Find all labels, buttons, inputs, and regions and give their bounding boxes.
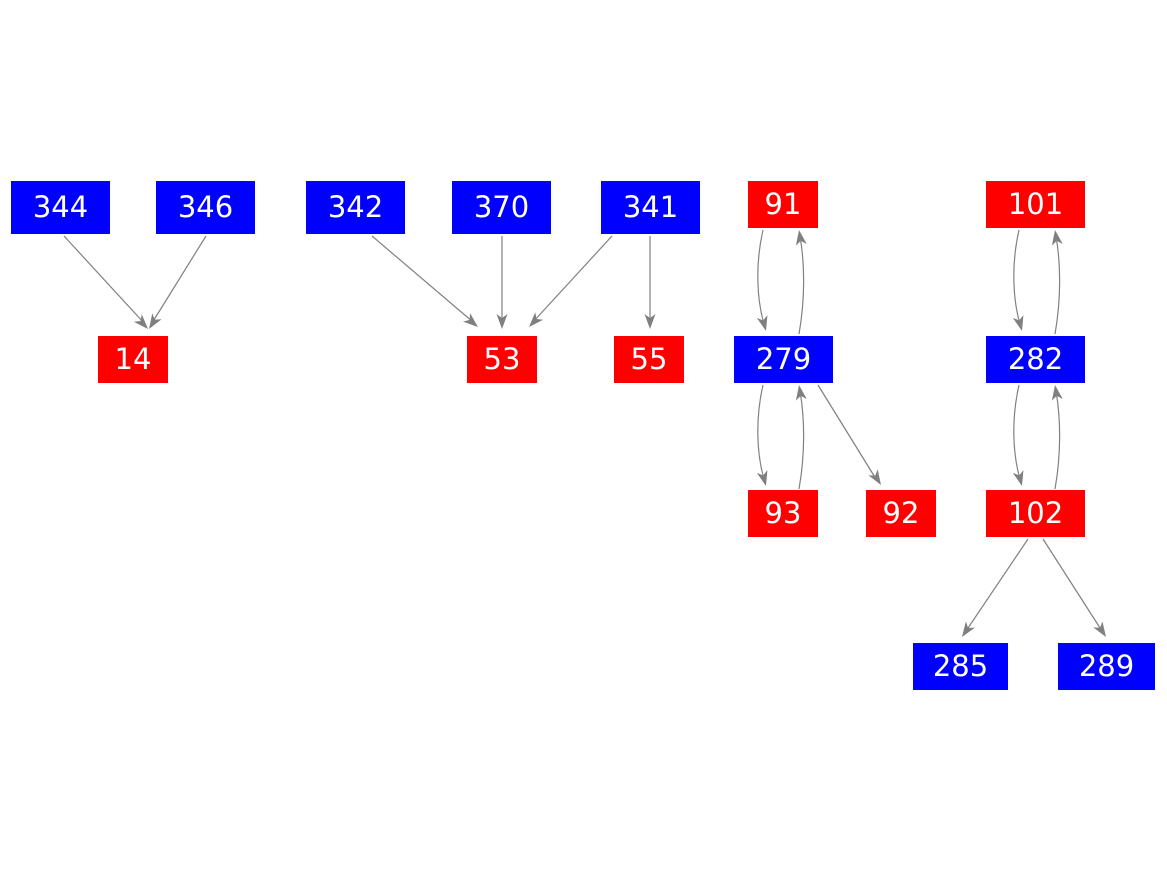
edge-line	[1054, 235, 1061, 335]
graph-node-93[interactable]: 93	[748, 490, 818, 537]
graph-node-label: 93	[764, 496, 802, 530]
graph-node-label: 346	[177, 190, 234, 224]
edge-line	[1013, 384, 1021, 480]
graph-node-label: 14	[114, 342, 152, 376]
graph-node-341[interactable]: 341	[601, 181, 700, 234]
graph-node-342[interactable]: 342	[306, 181, 405, 234]
edge-101-282	[1012, 229, 1024, 331]
edge-line	[965, 538, 1029, 632]
edge-341-55	[644, 236, 656, 329]
graph-node-53[interactable]: 53	[467, 336, 537, 383]
edge-arrowhead	[1012, 470, 1024, 486]
edge-arrowhead	[133, 314, 148, 329]
edge-line	[1054, 390, 1061, 490]
edge-282-102	[1012, 384, 1024, 486]
edge-arrowhead	[756, 470, 768, 486]
graph-node-label: 101	[1007, 187, 1064, 221]
edge-279-92	[817, 384, 881, 485]
edge-arrowhead	[795, 385, 807, 401]
graph-node-346[interactable]: 346	[156, 181, 255, 234]
edge-line	[63, 235, 145, 324]
edge-arrowhead	[529, 312, 544, 327]
edge-344-14	[63, 235, 148, 329]
edge-arrowhead	[962, 621, 975, 637]
edge-line	[757, 384, 765, 480]
edge-arrowhead	[868, 469, 881, 485]
graph-node-label: 282	[1007, 342, 1064, 376]
edge-line	[757, 229, 765, 325]
edge-line	[371, 235, 474, 323]
graph-node-370[interactable]: 370	[452, 181, 551, 234]
graph-node-label: 279	[755, 342, 812, 376]
edge-102-285	[962, 538, 1029, 637]
edge-370-53	[496, 236, 508, 329]
graph-node-label: 344	[32, 190, 89, 224]
edge-arrowhead	[1051, 230, 1063, 246]
graph-node-102[interactable]: 102	[986, 490, 1085, 537]
edge-arrowhead	[496, 314, 508, 329]
graph-node-279[interactable]: 279	[734, 336, 833, 383]
graph-node-282[interactable]: 282	[986, 336, 1085, 383]
graph-node-92[interactable]: 92	[866, 490, 936, 537]
edge-346-14	[149, 235, 207, 329]
graph-node-label: 102	[1007, 496, 1064, 530]
edge-line	[798, 390, 805, 490]
graph-node-label: 92	[882, 496, 920, 530]
graph-node-55[interactable]: 55	[614, 336, 684, 383]
edge-arrowhead	[149, 313, 162, 329]
edge-line	[151, 235, 207, 324]
edge-arrowhead	[795, 230, 807, 246]
edge-102-289	[1042, 538, 1106, 637]
graph-node-label: 289	[1078, 649, 1135, 683]
graph-node-101[interactable]: 101	[986, 181, 1085, 228]
edge-102-282	[1051, 385, 1063, 490]
edge-arrowhead	[1093, 621, 1106, 637]
edge-341-53	[529, 235, 613, 327]
graph-node-label: 285	[932, 649, 989, 683]
edge-line	[817, 384, 877, 480]
graph-node-344[interactable]: 344	[11, 181, 110, 234]
edge-line	[1013, 229, 1021, 325]
edge-line	[798, 235, 805, 335]
graph-node-label: 55	[630, 342, 668, 376]
graph-node-289[interactable]: 289	[1058, 643, 1155, 690]
edge-arrowhead	[462, 313, 478, 327]
edge-342-53	[371, 235, 478, 327]
graph-node-label: 370	[473, 190, 530, 224]
edge-line	[1042, 538, 1103, 632]
graph-node-285[interactable]: 285	[913, 643, 1008, 690]
edge-93-279	[795, 385, 807, 490]
graph-node-label: 341	[622, 190, 679, 224]
edge-91-279	[756, 229, 768, 331]
edge-arrowhead	[644, 314, 656, 329]
edge-arrowhead	[1051, 385, 1063, 401]
graph-node-label: 91	[764, 187, 802, 221]
edge-282-101	[1051, 230, 1063, 335]
edge-arrowhead	[1012, 315, 1024, 331]
graph-node-label: 53	[483, 342, 521, 376]
edge-279-93	[756, 384, 768, 486]
edge-arrowhead	[756, 315, 768, 331]
graph-node-label: 342	[327, 190, 384, 224]
edge-line	[532, 235, 613, 323]
graph-node-14[interactable]: 14	[98, 336, 168, 383]
graph-node-91[interactable]: 91	[748, 181, 818, 228]
edge-279-91	[795, 230, 807, 335]
